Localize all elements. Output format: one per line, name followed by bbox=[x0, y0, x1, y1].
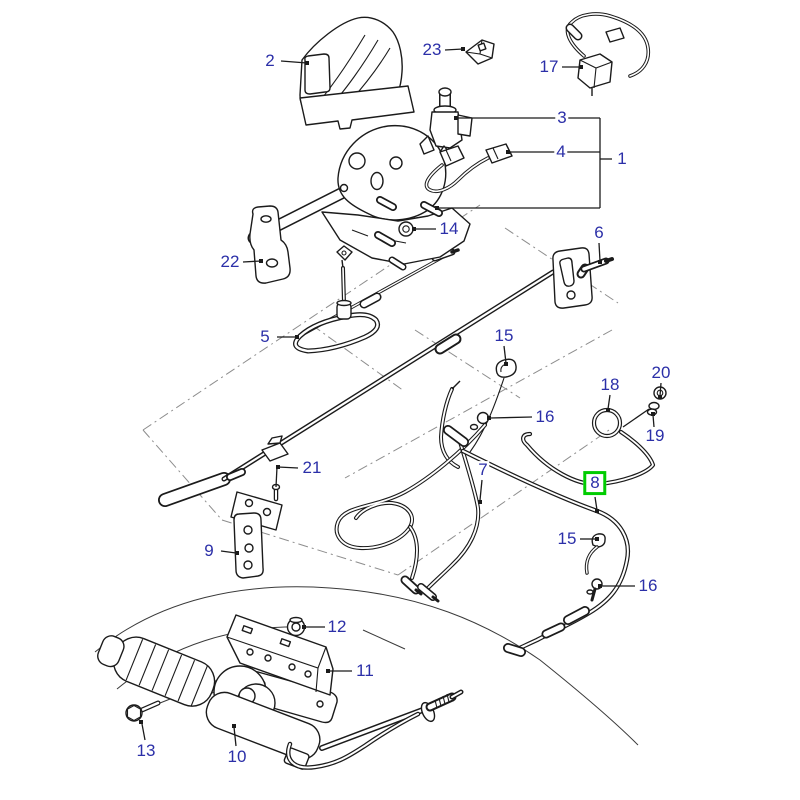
grommet-12 bbox=[286, 616, 306, 637]
leader-dot-19 bbox=[651, 412, 655, 416]
front-cable-rod bbox=[158, 272, 553, 507]
leader-dot-16 bbox=[598, 584, 602, 588]
callout-10[interactable]: 10 bbox=[225, 747, 249, 767]
callout-14[interactable]: 14 bbox=[437, 219, 461, 239]
callout-2[interactable]: 2 bbox=[263, 51, 277, 71]
bolt-13 bbox=[125, 700, 161, 722]
callout-20[interactable]: 20 bbox=[649, 363, 673, 383]
leader-dot-14 bbox=[412, 227, 416, 231]
callout-22[interactable]: 22 bbox=[218, 252, 242, 272]
washers-19 bbox=[646, 401, 660, 416]
bolt-16-lower bbox=[586, 578, 603, 602]
callout-9[interactable]: 9 bbox=[202, 541, 216, 561]
callout-17[interactable]: 17 bbox=[537, 57, 561, 77]
leader-dot-7 bbox=[478, 500, 482, 504]
leader-line-19 bbox=[622, 408, 650, 428]
leader-line-21 bbox=[275, 466, 278, 488]
nut-14 bbox=[398, 221, 414, 237]
callout-11[interactable]: 11 bbox=[354, 661, 376, 681]
callout-5[interactable]: 5 bbox=[258, 327, 272, 347]
leader-dot-12 bbox=[302, 625, 306, 629]
leader-dot-22 bbox=[259, 259, 263, 263]
leader-dot-3 bbox=[454, 116, 458, 120]
callout-18[interactable]: 18 bbox=[598, 375, 622, 395]
callout-15-b[interactable]: 15 bbox=[555, 529, 579, 549]
callout-23[interactable]: 23 bbox=[420, 40, 444, 60]
harness-17 bbox=[565, 12, 651, 96]
clip-15-upper bbox=[439, 358, 517, 469]
equalizer-cable bbox=[296, 245, 460, 351]
rod-bracket-plate bbox=[552, 247, 614, 309]
leader-line-7 bbox=[479, 479, 483, 501]
callout-16-b[interactable]: 16 bbox=[636, 576, 660, 596]
bracket-22 bbox=[249, 205, 291, 284]
leader-dot-15 bbox=[504, 362, 508, 366]
leader-line-22 bbox=[242, 260, 262, 263]
bracket-9 bbox=[230, 491, 283, 579]
leader-dot-5 bbox=[295, 335, 299, 339]
leader-dot-6 bbox=[598, 260, 602, 264]
leader-dot-1 bbox=[435, 206, 439, 210]
bracket-11 bbox=[226, 614, 334, 696]
leader-dot-20 bbox=[658, 395, 662, 399]
leader-dot-9 bbox=[235, 551, 239, 555]
clip-23 bbox=[465, 39, 495, 65]
callout-15[interactable]: 15 bbox=[492, 326, 516, 346]
reference-plane-lines bbox=[142, 204, 619, 576]
leader-line-18 bbox=[607, 394, 611, 410]
callout-7[interactable]: 7 bbox=[476, 460, 490, 480]
leader-line-8 bbox=[594, 496, 598, 511]
leader-line-16 bbox=[489, 416, 533, 419]
leader-dot-21 bbox=[276, 465, 280, 469]
cable-8 bbox=[463, 451, 628, 657]
leader-line-13 bbox=[141, 723, 146, 741]
callout-1[interactable]: 1 bbox=[615, 149, 629, 169]
leader-dot-23 bbox=[461, 47, 465, 51]
callout-6[interactable]: 6 bbox=[592, 223, 606, 243]
callout-13[interactable]: 13 bbox=[134, 741, 158, 761]
leader-dot-15 bbox=[595, 537, 599, 541]
leader-line-21 bbox=[277, 466, 299, 469]
leader-dot-11 bbox=[326, 669, 330, 673]
cable-7 bbox=[334, 423, 487, 603]
callout-16[interactable]: 16 bbox=[533, 407, 557, 427]
connector-cable-4 bbox=[424, 143, 513, 194]
leader-dot-18 bbox=[606, 408, 610, 412]
callout-4[interactable]: 4 bbox=[554, 142, 568, 162]
callout-19[interactable]: 19 bbox=[643, 426, 667, 446]
lever-boot bbox=[299, 16, 415, 130]
leader-dot-16 bbox=[487, 416, 491, 420]
leader-line-9 bbox=[220, 550, 237, 554]
actuator-assembly bbox=[97, 635, 464, 770]
leader-line-2 bbox=[280, 60, 308, 64]
leader-line-23 bbox=[444, 48, 464, 51]
handbrake-lever-assembly bbox=[247, 124, 471, 271]
leader-dot-4 bbox=[506, 150, 510, 154]
leader-line-20 bbox=[659, 382, 662, 397]
leader-dot-2 bbox=[305, 61, 309, 65]
callout-3[interactable]: 3 bbox=[555, 108, 569, 128]
leader-dot-8 bbox=[595, 509, 599, 513]
leader-line-10 bbox=[233, 726, 237, 747]
leader-dot-17 bbox=[579, 65, 583, 69]
leader-dot-10 bbox=[232, 724, 236, 728]
leader-dot-13 bbox=[139, 720, 143, 724]
leader-line-15 bbox=[503, 345, 507, 364]
callout-8[interactable]: 8 bbox=[583, 471, 607, 495]
callout-12[interactable]: 12 bbox=[325, 617, 349, 637]
leader-line-19 bbox=[652, 414, 655, 428]
callout-21[interactable]: 21 bbox=[300, 458, 324, 478]
switch-3 bbox=[419, 87, 473, 163]
leader-lines bbox=[139, 47, 662, 747]
leader-line-6 bbox=[598, 242, 601, 262]
